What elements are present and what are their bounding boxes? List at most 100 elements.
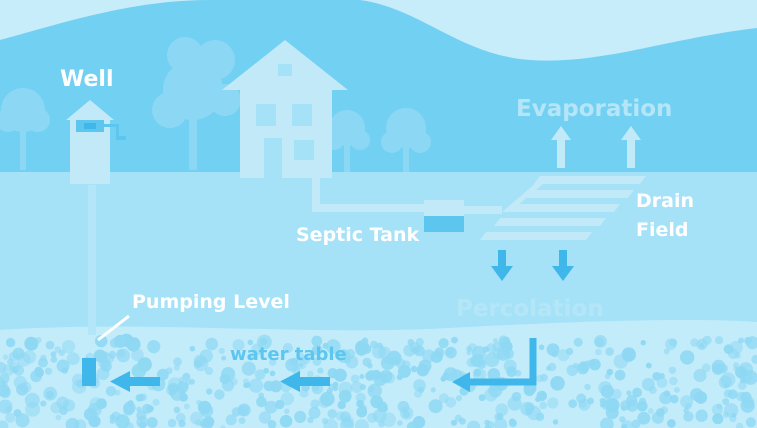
pebble <box>454 414 462 422</box>
pebble <box>311 335 323 347</box>
pebble <box>127 400 134 407</box>
pebble <box>520 401 534 416</box>
pebble <box>601 400 612 410</box>
pebble <box>247 339 254 346</box>
pebble <box>641 377 655 391</box>
pebble <box>434 347 444 356</box>
pebble <box>342 415 354 428</box>
pebble <box>620 405 627 412</box>
pebble <box>606 368 614 376</box>
pebble <box>539 401 547 410</box>
pebble <box>494 417 508 428</box>
pebble <box>486 343 497 353</box>
pebble <box>307 416 314 424</box>
pebble <box>165 367 173 375</box>
water-table-arrow-icon <box>110 371 160 392</box>
well-pump-icon <box>82 358 96 386</box>
pebble <box>410 365 418 373</box>
pebble <box>50 351 57 358</box>
pebble <box>200 404 214 418</box>
pebble <box>200 417 214 428</box>
pebble <box>354 419 369 428</box>
pebble <box>584 383 591 391</box>
pebble <box>5 405 13 413</box>
pebble <box>451 336 458 344</box>
pebble <box>279 414 293 428</box>
pebble <box>113 334 127 348</box>
pebble <box>695 409 708 422</box>
pebble <box>359 384 366 391</box>
pebble <box>547 362 557 372</box>
pebble <box>237 403 251 417</box>
pebble <box>540 373 548 382</box>
pebble <box>322 342 329 349</box>
pebble <box>728 348 739 360</box>
well-label: Well <box>60 67 114 92</box>
pebble <box>95 334 108 348</box>
pebble <box>413 379 426 392</box>
pebble <box>173 357 183 367</box>
pebble <box>219 373 230 384</box>
pebble <box>626 394 638 406</box>
pebble <box>744 337 752 345</box>
pebble <box>269 380 282 393</box>
pebble <box>178 419 186 428</box>
pebble <box>225 414 237 426</box>
pebble <box>667 419 676 428</box>
pebble <box>663 348 670 355</box>
pebble <box>55 414 62 421</box>
pebble <box>325 339 341 354</box>
pebble <box>595 348 602 356</box>
pebble <box>397 364 411 378</box>
pebble <box>256 396 267 408</box>
pebble <box>248 353 255 360</box>
pebble <box>656 377 668 388</box>
pebble <box>40 400 47 407</box>
pebble <box>645 362 652 369</box>
pebble <box>318 395 331 409</box>
pebble <box>182 372 191 381</box>
pebble <box>214 389 225 400</box>
pebble <box>739 370 753 384</box>
pebble <box>412 347 419 354</box>
pebble <box>328 383 336 391</box>
pebble <box>605 347 614 356</box>
pebble <box>308 406 321 419</box>
pebble <box>443 367 458 382</box>
pebble <box>397 400 410 413</box>
pebble <box>727 389 738 400</box>
pebble <box>178 377 185 383</box>
pebble <box>294 410 307 423</box>
pebble <box>614 369 626 381</box>
pebble <box>751 354 757 364</box>
pebble <box>413 389 423 398</box>
pebble <box>15 413 30 428</box>
pebble <box>407 338 415 346</box>
pebble <box>258 411 272 424</box>
pebble <box>605 406 619 420</box>
pebble <box>497 347 511 361</box>
pebble <box>467 420 481 428</box>
pebble <box>317 367 324 374</box>
evaporation-arrow-icon <box>551 126 571 168</box>
pebble <box>137 393 145 402</box>
pebble <box>506 366 517 378</box>
pebble <box>173 364 180 371</box>
pebble <box>190 411 204 425</box>
percolation-label: Percolation <box>456 296 604 322</box>
evaporation-arrow-icon <box>621 126 641 168</box>
pebble <box>718 375 732 389</box>
water-table-arrow-icon <box>280 371 330 392</box>
pebble <box>600 417 614 428</box>
pebble <box>248 378 264 393</box>
pebble <box>8 351 19 362</box>
water-table-arrow-icon <box>452 372 470 392</box>
pebble <box>0 361 7 374</box>
pebble <box>712 364 721 373</box>
pebble <box>243 382 249 389</box>
pebble <box>428 399 443 414</box>
pebble <box>147 340 161 354</box>
pebble <box>24 392 40 408</box>
pebble <box>146 417 158 428</box>
